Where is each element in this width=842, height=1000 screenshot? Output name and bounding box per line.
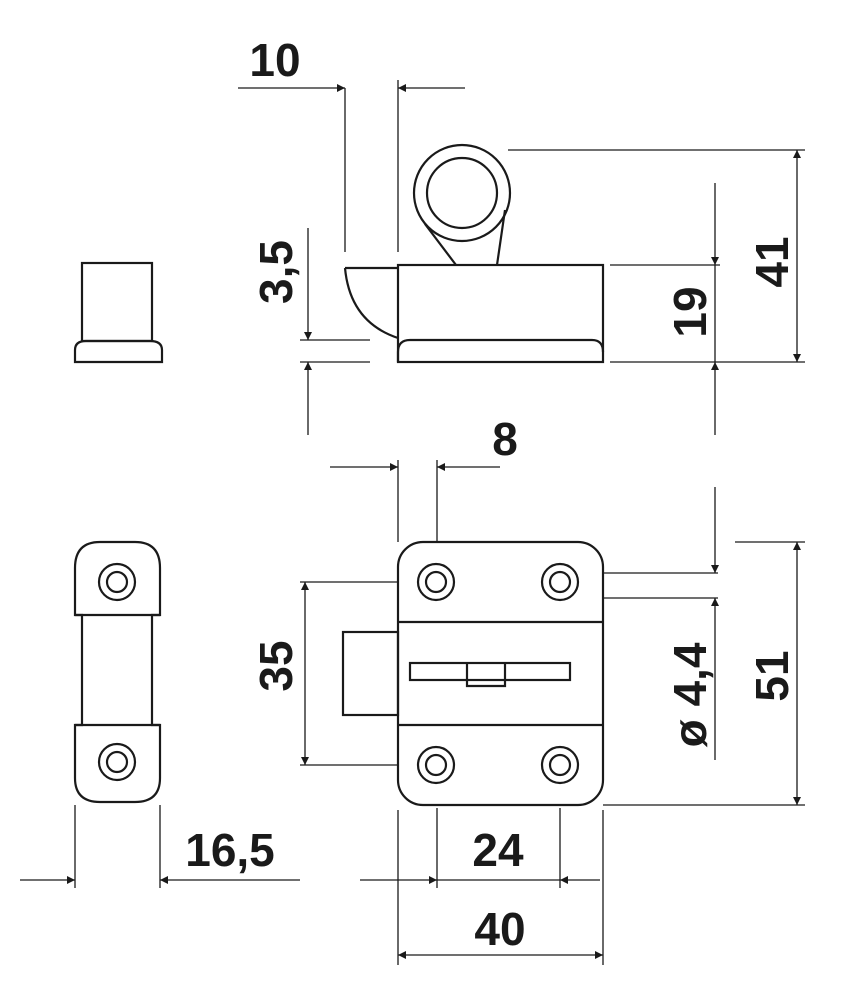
dimension-41: 41 [508, 149, 805, 363]
dimension-label: ø 4,4 [664, 642, 716, 747]
dimension-label: 19 [664, 286, 716, 337]
dimension-label: 35 [250, 640, 302, 691]
dimension-8: 8 [330, 413, 518, 542]
dimension-3-5: 3,5 [250, 228, 370, 435]
dimension-label: 8 [492, 413, 518, 465]
dimension-label: 3,5 [250, 240, 302, 304]
dimension-51: 51 [603, 541, 805, 806]
dimension-diameter-4-4: ø 4,4 [664, 487, 719, 760]
dimension-24: 24 [360, 808, 600, 888]
dimension-label: 41 [746, 236, 798, 287]
dimension-16-5: 16,5 [20, 805, 300, 888]
strike-plate-front-view [73, 540, 162, 804]
bolt [341, 630, 400, 717]
strike-end-view [73, 261, 164, 364]
dimension-label: 24 [472, 824, 524, 876]
dimension-label: 40 [474, 903, 525, 955]
ring-handle [412, 143, 512, 243]
dimension-40: 40 [397, 810, 604, 965]
dimension-label: 51 [746, 650, 798, 701]
dimension-19: 19 [610, 183, 720, 435]
slot [408, 661, 572, 682]
mounting-holes [416, 562, 580, 785]
dimension-35: 35 [250, 581, 398, 766]
dimension-label: 10 [249, 34, 300, 86]
dimension-10: 10 [238, 34, 465, 252]
dimension-label: 16,5 [185, 824, 275, 876]
latch-front-view [341, 540, 718, 807]
latch-side-view [343, 143, 605, 364]
